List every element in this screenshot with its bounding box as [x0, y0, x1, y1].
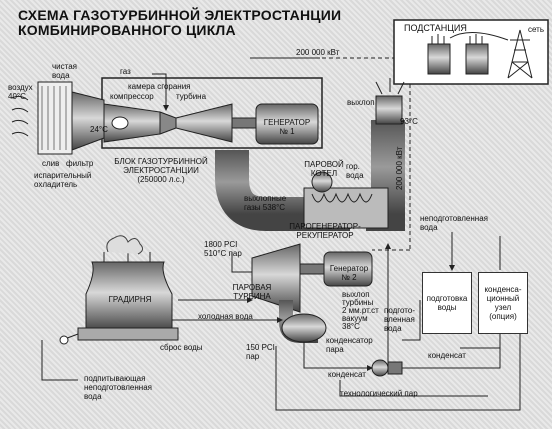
- combustion-chamber-label: камера сгорания: [128, 82, 191, 91]
- air-flow-icon: [11, 95, 29, 137]
- steam-1800-label: 1800 PCI 510°C пар: [204, 240, 242, 258]
- air-text: воздух: [8, 83, 33, 92]
- air-temp-text: 40°C: [8, 92, 26, 101]
- generator1-label: ГЕНЕРАТОР № 1: [263, 118, 311, 136]
- gas-turbine: [103, 103, 257, 143]
- steam-turbine-label: ПАРОВАЯ ТУРБИНА: [232, 283, 272, 301]
- raw-water-label: неподготовленная вода: [420, 214, 488, 232]
- pump-icon: [371, 359, 403, 377]
- evap-cooler-label: испарительный охладитель: [34, 171, 92, 189]
- condensate2-label: конденсат: [428, 351, 466, 360]
- turbine-label: турбина: [176, 92, 207, 101]
- title-line-1: СХЕМА ГАЗОТУРБИННОЙ ЭЛЕКТРОСТАНЦИИ: [18, 7, 342, 23]
- valve-icon: [59, 335, 69, 345]
- exhaust-gas-label: выхлопные газы 538°C: [244, 194, 287, 212]
- condensate-label: конденсат: [328, 370, 366, 379]
- power-side-label: 200 000 кВт: [395, 146, 404, 190]
- air-intake-filter: [37, 81, 105, 155]
- generator1-icon: [255, 103, 319, 145]
- makeup-water-label: подпитывающая неподготовленная вода: [84, 374, 152, 401]
- compressor-label: компрессор: [110, 92, 154, 101]
- drain-label: слив: [42, 159, 60, 168]
- water-prep-box: подготовка воды: [422, 272, 472, 334]
- exhaust-label: выхлоп: [347, 98, 375, 107]
- transformer-icon: [427, 34, 489, 75]
- steam-boiler-label: ПАРОВОЙ КОТЕЛ: [304, 160, 344, 178]
- title-line-2: КОМБИНИРОВАННОГО ЦИКЛА: [18, 22, 236, 38]
- process-steam-label: технологический пар: [340, 389, 418, 398]
- hrsg-label: ПАРОГЕНЕРАТОР- РЕКУПЕРАТОР: [289, 222, 361, 240]
- power-top-label: 200 000 кВт: [296, 48, 340, 57]
- generator2-label: Генератор № 2: [329, 264, 369, 282]
- cold-water-label: холодная вода: [198, 312, 253, 321]
- steam-150-label: 150 PCI пар: [246, 343, 275, 361]
- gas-label: газ: [120, 67, 131, 76]
- exhaust-icon: [375, 78, 405, 95]
- filter-label: фильтр: [66, 159, 94, 168]
- water-discharge-label: сброс воды: [160, 343, 203, 352]
- hrsg-unit: [303, 171, 389, 229]
- temp-24-label: 24°C: [90, 125, 108, 134]
- turbine-exhaust-label: выхлоп турбины 2 мм.рт.ст вакуум 38°C: [342, 290, 379, 331]
- cond-unit-box: конденса- ционный узел (опция): [478, 272, 528, 334]
- substation-label: ПОДСТАНЦИЯ: [404, 23, 467, 33]
- hot-water-label: гор. вода: [346, 162, 364, 180]
- exhaust-duct: [215, 150, 350, 231]
- clean-water-label: чистая вода: [52, 62, 77, 80]
- gt-block-label: БЛОК ГАЗОТУРБИННОЙ ЭЛЕКТРОСТАНЦИИ (25000…: [114, 157, 208, 184]
- power-line-side: [408, 84, 411, 251]
- steam-turbine: [251, 243, 373, 343]
- cooling-tower-label: ГРАДИРНЯ: [108, 295, 152, 304]
- temp-93-label: 93°C: [400, 117, 418, 126]
- cooling-tower: [77, 235, 179, 341]
- steam-condenser-label: конденсатор пара: [326, 336, 373, 354]
- grid-label: сеть: [528, 25, 545, 34]
- diagram-title: СХЕМА ГАЗОТУРБИННОЙ ЭЛЕКТРОСТАНЦИИ КОМБИ…: [18, 8, 341, 38]
- prepared-water-label: подгото- вленная вода: [384, 306, 415, 333]
- transmission-tower-icon: [449, 29, 533, 79]
